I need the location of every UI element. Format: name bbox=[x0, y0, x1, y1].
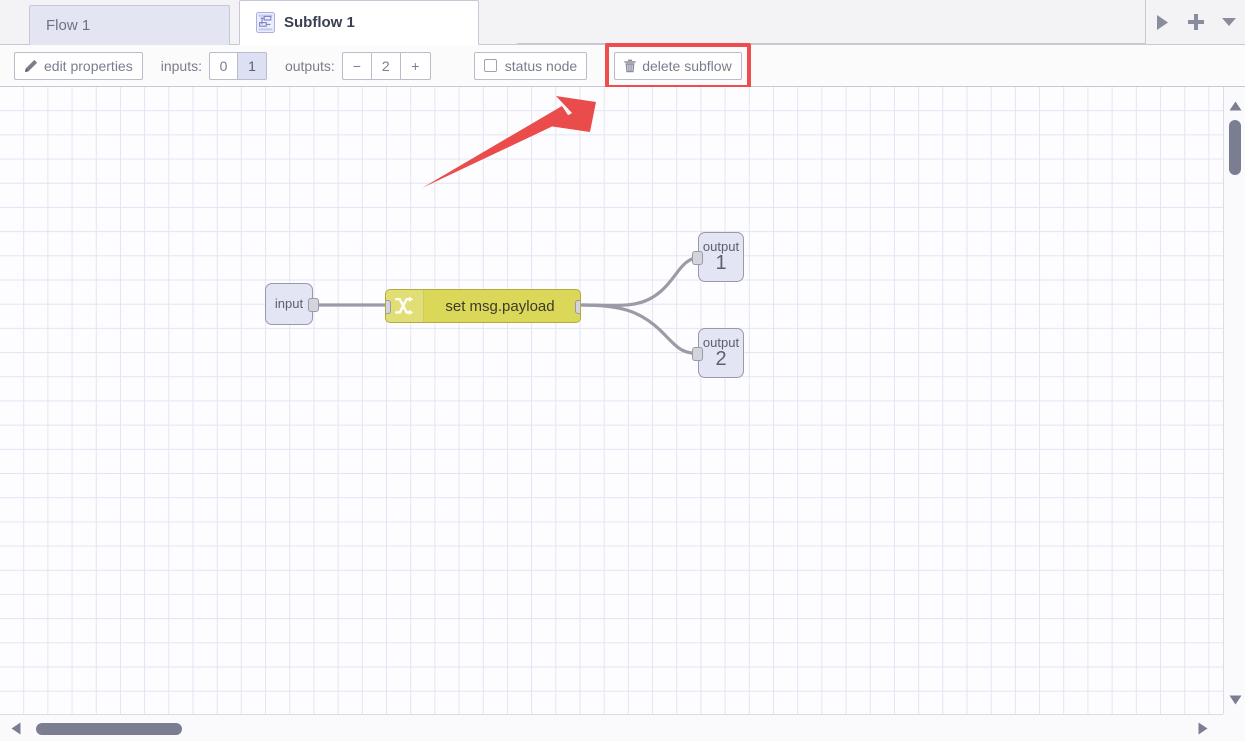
tab-flow-1-label: Flow 1 bbox=[46, 17, 91, 34]
edit-properties-label: edit properties bbox=[44, 57, 133, 74]
status-node-label: status node bbox=[504, 57, 578, 74]
horizontal-scrollbar[interactable] bbox=[0, 714, 1223, 741]
outputs-label: outputs: bbox=[284, 57, 335, 74]
subflow-input-port[interactable] bbox=[308, 298, 319, 312]
subflow-output-1-port[interactable] bbox=[692, 251, 703, 265]
trash-icon bbox=[624, 59, 636, 73]
delete-subflow-wrapper: delete subflow bbox=[605, 42, 751, 89]
subflow-output-1-label: output bbox=[702, 238, 740, 254]
flow-tab-bar: Flow 1 Subflow 1 bbox=[0, 0, 1245, 45]
inputs-selector[interactable]: 0 1 bbox=[208, 51, 267, 80]
scroll-up-arrow[interactable] bbox=[1229, 98, 1242, 116]
subflow-output-2-index: 2 bbox=[715, 348, 727, 371]
pencil-icon bbox=[24, 59, 38, 73]
scroll-left-arrow[interactable] bbox=[11, 722, 21, 740]
inputs-option-1[interactable]: 1 bbox=[237, 52, 266, 79]
subflow-output-2-port[interactable] bbox=[692, 347, 703, 361]
tab-subflow-1-label: Subflow 1 bbox=[284, 14, 355, 31]
tab-list: Flow 1 Subflow 1 bbox=[0, 0, 481, 45]
change-node[interactable]: set msg.payload bbox=[385, 289, 581, 323]
status-node-toggle[interactable]: status node bbox=[473, 51, 588, 80]
status-node-checkbox[interactable] bbox=[483, 59, 497, 72]
outputs-value: 2 bbox=[372, 52, 401, 79]
scroll-right-arrow[interactable] bbox=[1198, 722, 1208, 740]
horizontal-scroll-thumb[interactable] bbox=[36, 723, 182, 735]
shuffle-icon bbox=[386, 290, 424, 322]
subflow-input-label: input bbox=[274, 296, 304, 312]
tab-bar-actions bbox=[1145, 0, 1245, 44]
inputs-label: inputs: bbox=[160, 57, 202, 74]
subflow-output-1-index: 1 bbox=[715, 252, 727, 275]
wires-layer bbox=[316, 255, 702, 356]
change-node-input-port[interactable] bbox=[386, 300, 391, 314]
delete-subflow-label: delete subflow bbox=[642, 57, 732, 74]
subflow-toolbar: edit properties inputs: 0 1 outputs: − 2… bbox=[0, 42, 1245, 89]
outputs-increment-button[interactable]: + bbox=[411, 57, 420, 74]
subflow-icon bbox=[256, 12, 275, 33]
edit-properties-button[interactable]: edit properties bbox=[14, 51, 143, 80]
tab-bar-empty-space bbox=[517, 0, 1145, 44]
flow-canvas[interactable]: input set msg.payload output 1 bbox=[0, 87, 1223, 714]
inputs-option-0[interactable]: 0 bbox=[210, 52, 238, 79]
tab-subflow-1[interactable]: Subflow 1 bbox=[239, 0, 479, 45]
play-icon[interactable] bbox=[1150, 9, 1176, 35]
subflow-output-node-1[interactable]: output 1 bbox=[692, 232, 744, 282]
add-tab-icon[interactable] bbox=[1183, 9, 1209, 35]
vertical-scrollbar[interactable] bbox=[1223, 87, 1245, 714]
subflow-input-node[interactable]: input bbox=[265, 283, 319, 325]
change-node-output-port[interactable] bbox=[575, 300, 580, 314]
outputs-stepper[interactable]: − 2 + bbox=[341, 51, 431, 80]
change-node-label: set msg.payload bbox=[445, 297, 555, 315]
scroll-down-arrow[interactable] bbox=[1229, 692, 1242, 710]
tab-flow-1[interactable]: Flow 1 bbox=[29, 5, 230, 45]
canvas-grid bbox=[0, 87, 1223, 714]
subflow-output-2-label: output bbox=[702, 334, 740, 350]
scrollbar-corner bbox=[1223, 714, 1245, 741]
delete-subflow-button[interactable]: delete subflow bbox=[614, 51, 742, 80]
vertical-scroll-thumb[interactable] bbox=[1229, 120, 1241, 175]
chevron-down-icon[interactable] bbox=[1216, 9, 1242, 35]
outputs-decrement-button[interactable]: − bbox=[343, 52, 372, 79]
subflow-output-node-2[interactable]: output 2 bbox=[692, 328, 744, 378]
